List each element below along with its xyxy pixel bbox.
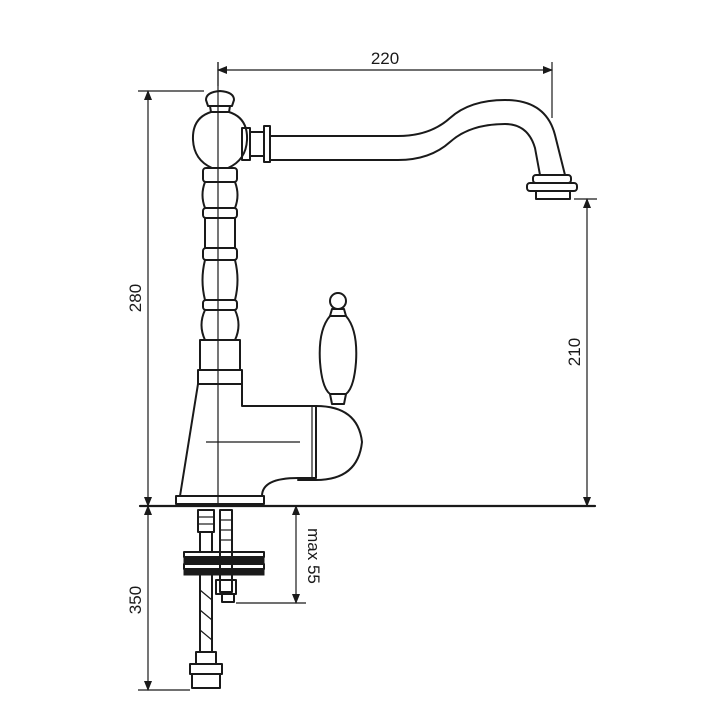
dimension-under-counter: 350: [126, 505, 190, 691]
label-max-thickness: max 55: [304, 528, 323, 584]
dimension-max-thickness: max 55: [236, 505, 323, 604]
mounting-hardware: [183, 509, 265, 689]
dimension-total-height: 280: [126, 90, 204, 507]
lever-handle: [318, 292, 358, 405]
faucet-body: [175, 62, 363, 506]
dimension-spout-reach: 220: [217, 49, 553, 118]
label-spout-reach: 220: [371, 49, 399, 68]
dimension-spout-height: 210: [565, 198, 597, 507]
label-under-counter: 350: [126, 586, 145, 614]
spout: [241, 99, 578, 200]
label-spout-height: 210: [565, 338, 584, 366]
label-total-height: 280: [126, 284, 145, 312]
